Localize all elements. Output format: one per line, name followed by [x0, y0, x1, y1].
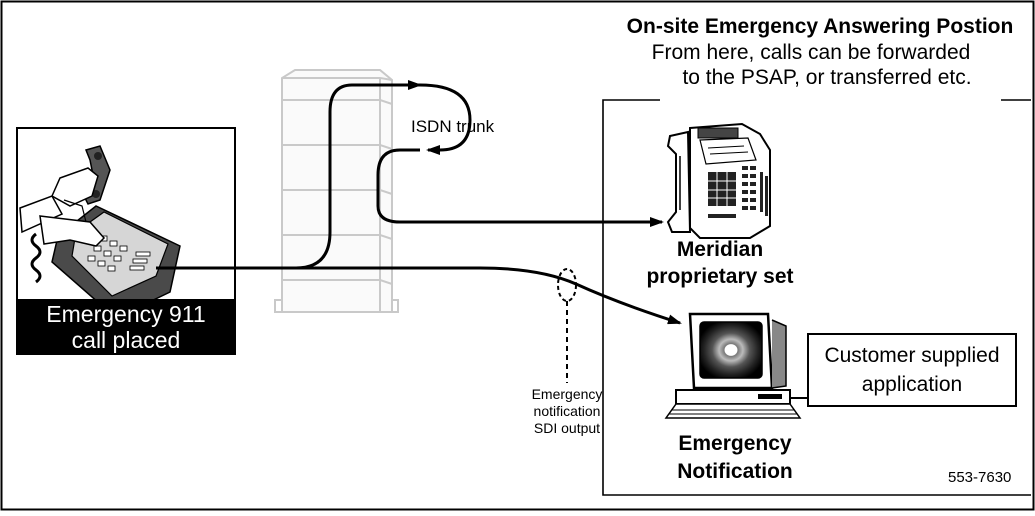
- sdi-output-label-line2: notification: [533, 403, 601, 419]
- notification-terminal-icon: [664, 312, 802, 419]
- meridian-set-label-line1: Meridian: [676, 238, 764, 261]
- customer-app-line1: Customer supplied: [824, 344, 1000, 367]
- answering-position-border: [602, 99, 1031, 496]
- figure-id: 553-7630: [948, 469, 1012, 486]
- answering-position-line3: to the PSAP, or transferred etc.: [682, 66, 972, 89]
- isdn-trunk-label: ISDN trunk: [411, 117, 495, 136]
- pbx-cabinet-icon: [274, 69, 399, 313]
- isdn-trunk-loop-line: [419, 83, 472, 155]
- meridian-set-label-line2: proprietary set: [646, 265, 794, 288]
- notification-label-line1: Emergency: [678, 432, 792, 455]
- answering-position-title: On-site Emergency Answering Postion: [626, 15, 1014, 38]
- caller-label-line2: call placed: [71, 327, 181, 353]
- customer-app-box: [807, 333, 1017, 407]
- telephone-icon: [19, 145, 181, 319]
- meridian-set-icon: [666, 122, 771, 239]
- customer-app-line2: application: [861, 373, 963, 396]
- caller-label-line1: Emergency 911: [46, 301, 206, 327]
- notification-label-line2: Notification: [677, 460, 793, 483]
- sdi-output-label-line1: Emergency: [531, 386, 603, 402]
- caller-label-box: Emergency 911 call placed: [17, 299, 235, 354]
- isdn-trunk-outgoing-line: [156, 80, 422, 270]
- meridian-set-line: [376, 148, 664, 227]
- answering-position-line2: From here, calls can be forwarded: [651, 41, 971, 64]
- sdi-output-marker: [557, 268, 577, 302]
- sdi-output-label-line3: SDI output: [533, 420, 601, 436]
